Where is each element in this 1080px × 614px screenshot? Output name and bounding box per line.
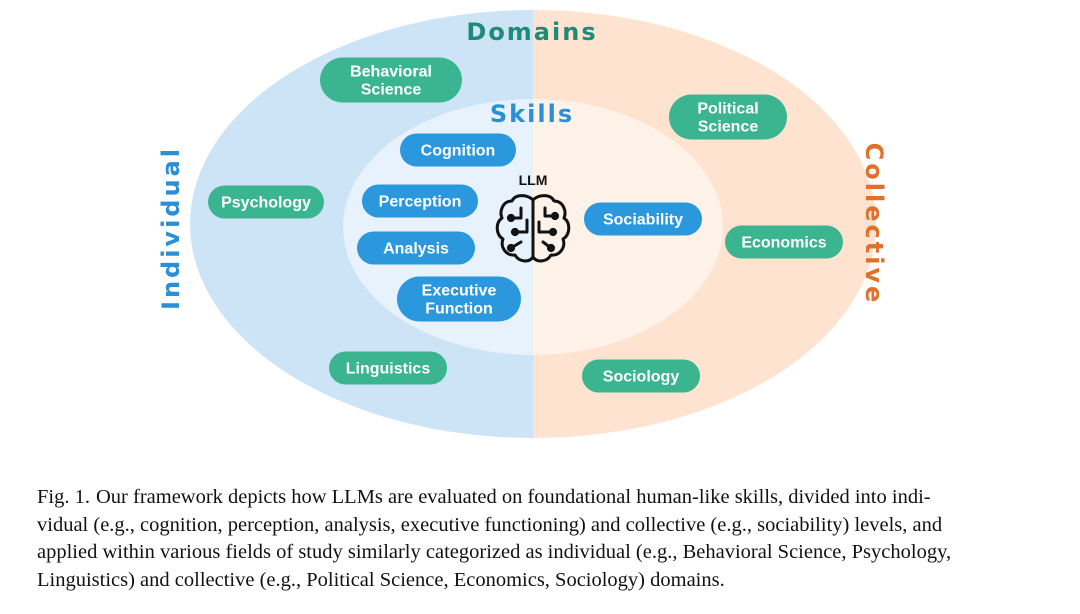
pill-background <box>362 184 478 218</box>
pill-perception: Perception <box>362 184 478 218</box>
pill-label: Science <box>361 82 422 99</box>
pill-linguistics: Linguistics <box>329 351 447 385</box>
pill-psychology: Psychology <box>208 185 324 219</box>
pill-sociology: Sociology <box>582 359 700 393</box>
pill-background <box>397 276 521 322</box>
pill-background <box>582 359 700 393</box>
pill-label: Analysis <box>383 241 449 258</box>
pill-label: Political <box>697 101 758 118</box>
individual-label: Individual <box>157 146 185 310</box>
pill-cognition: Cognition <box>400 133 516 167</box>
domains-title: Domains <box>466 18 597 46</box>
pill-background <box>320 57 462 103</box>
caption-line-4: Linguistics) and collective (e.g., Polit… <box>37 568 725 591</box>
skills-title: Skills <box>490 100 574 128</box>
pill-sociability: Sociability <box>584 202 702 236</box>
caption-line-2: vidual (e.g., cognition, perception, ana… <box>37 513 943 536</box>
pill-label: Sociology <box>603 369 680 386</box>
pill-label: Science <box>698 119 759 136</box>
caption-label: Fig. 1. <box>37 486 90 508</box>
brain-circuit-icon <box>495 194 571 263</box>
pill-label: Perception <box>379 194 462 211</box>
collective-label: Collective <box>860 143 888 306</box>
pill-layer: BehavioralSciencePsychologyLinguisticsPo… <box>208 57 843 393</box>
pill-background <box>329 351 447 385</box>
pill-label: Cognition <box>421 143 496 160</box>
pill-background <box>584 202 702 236</box>
caption-line-3: applied within various fields of study s… <box>37 541 952 563</box>
pill-label: Economics <box>741 235 826 252</box>
pill-label: Function <box>425 301 493 318</box>
pill-background <box>208 185 324 219</box>
pill-economics: Economics <box>725 225 843 259</box>
pill-background <box>357 231 475 265</box>
pill-background <box>669 94 787 140</box>
pill-label: Behavioral <box>350 64 432 81</box>
llm-label: LLM <box>519 172 548 188</box>
figure-caption: Fig. 1.Our framework depicts how LLMs ar… <box>37 484 1047 594</box>
pill-label: Psychology <box>221 195 311 212</box>
pill-label: Executive <box>422 283 497 300</box>
framework-diagram: Domains Skills Individual Collective Beh… <box>157 10 888 438</box>
pill-analysis: Analysis <box>357 231 475 265</box>
pill-label: Linguistics <box>346 361 431 378</box>
pill-background <box>400 133 516 167</box>
pill-label: Sociability <box>603 212 683 229</box>
pill-background <box>725 225 843 259</box>
caption-line-1: Our framework depicts how LLMs are evalu… <box>95 486 931 508</box>
